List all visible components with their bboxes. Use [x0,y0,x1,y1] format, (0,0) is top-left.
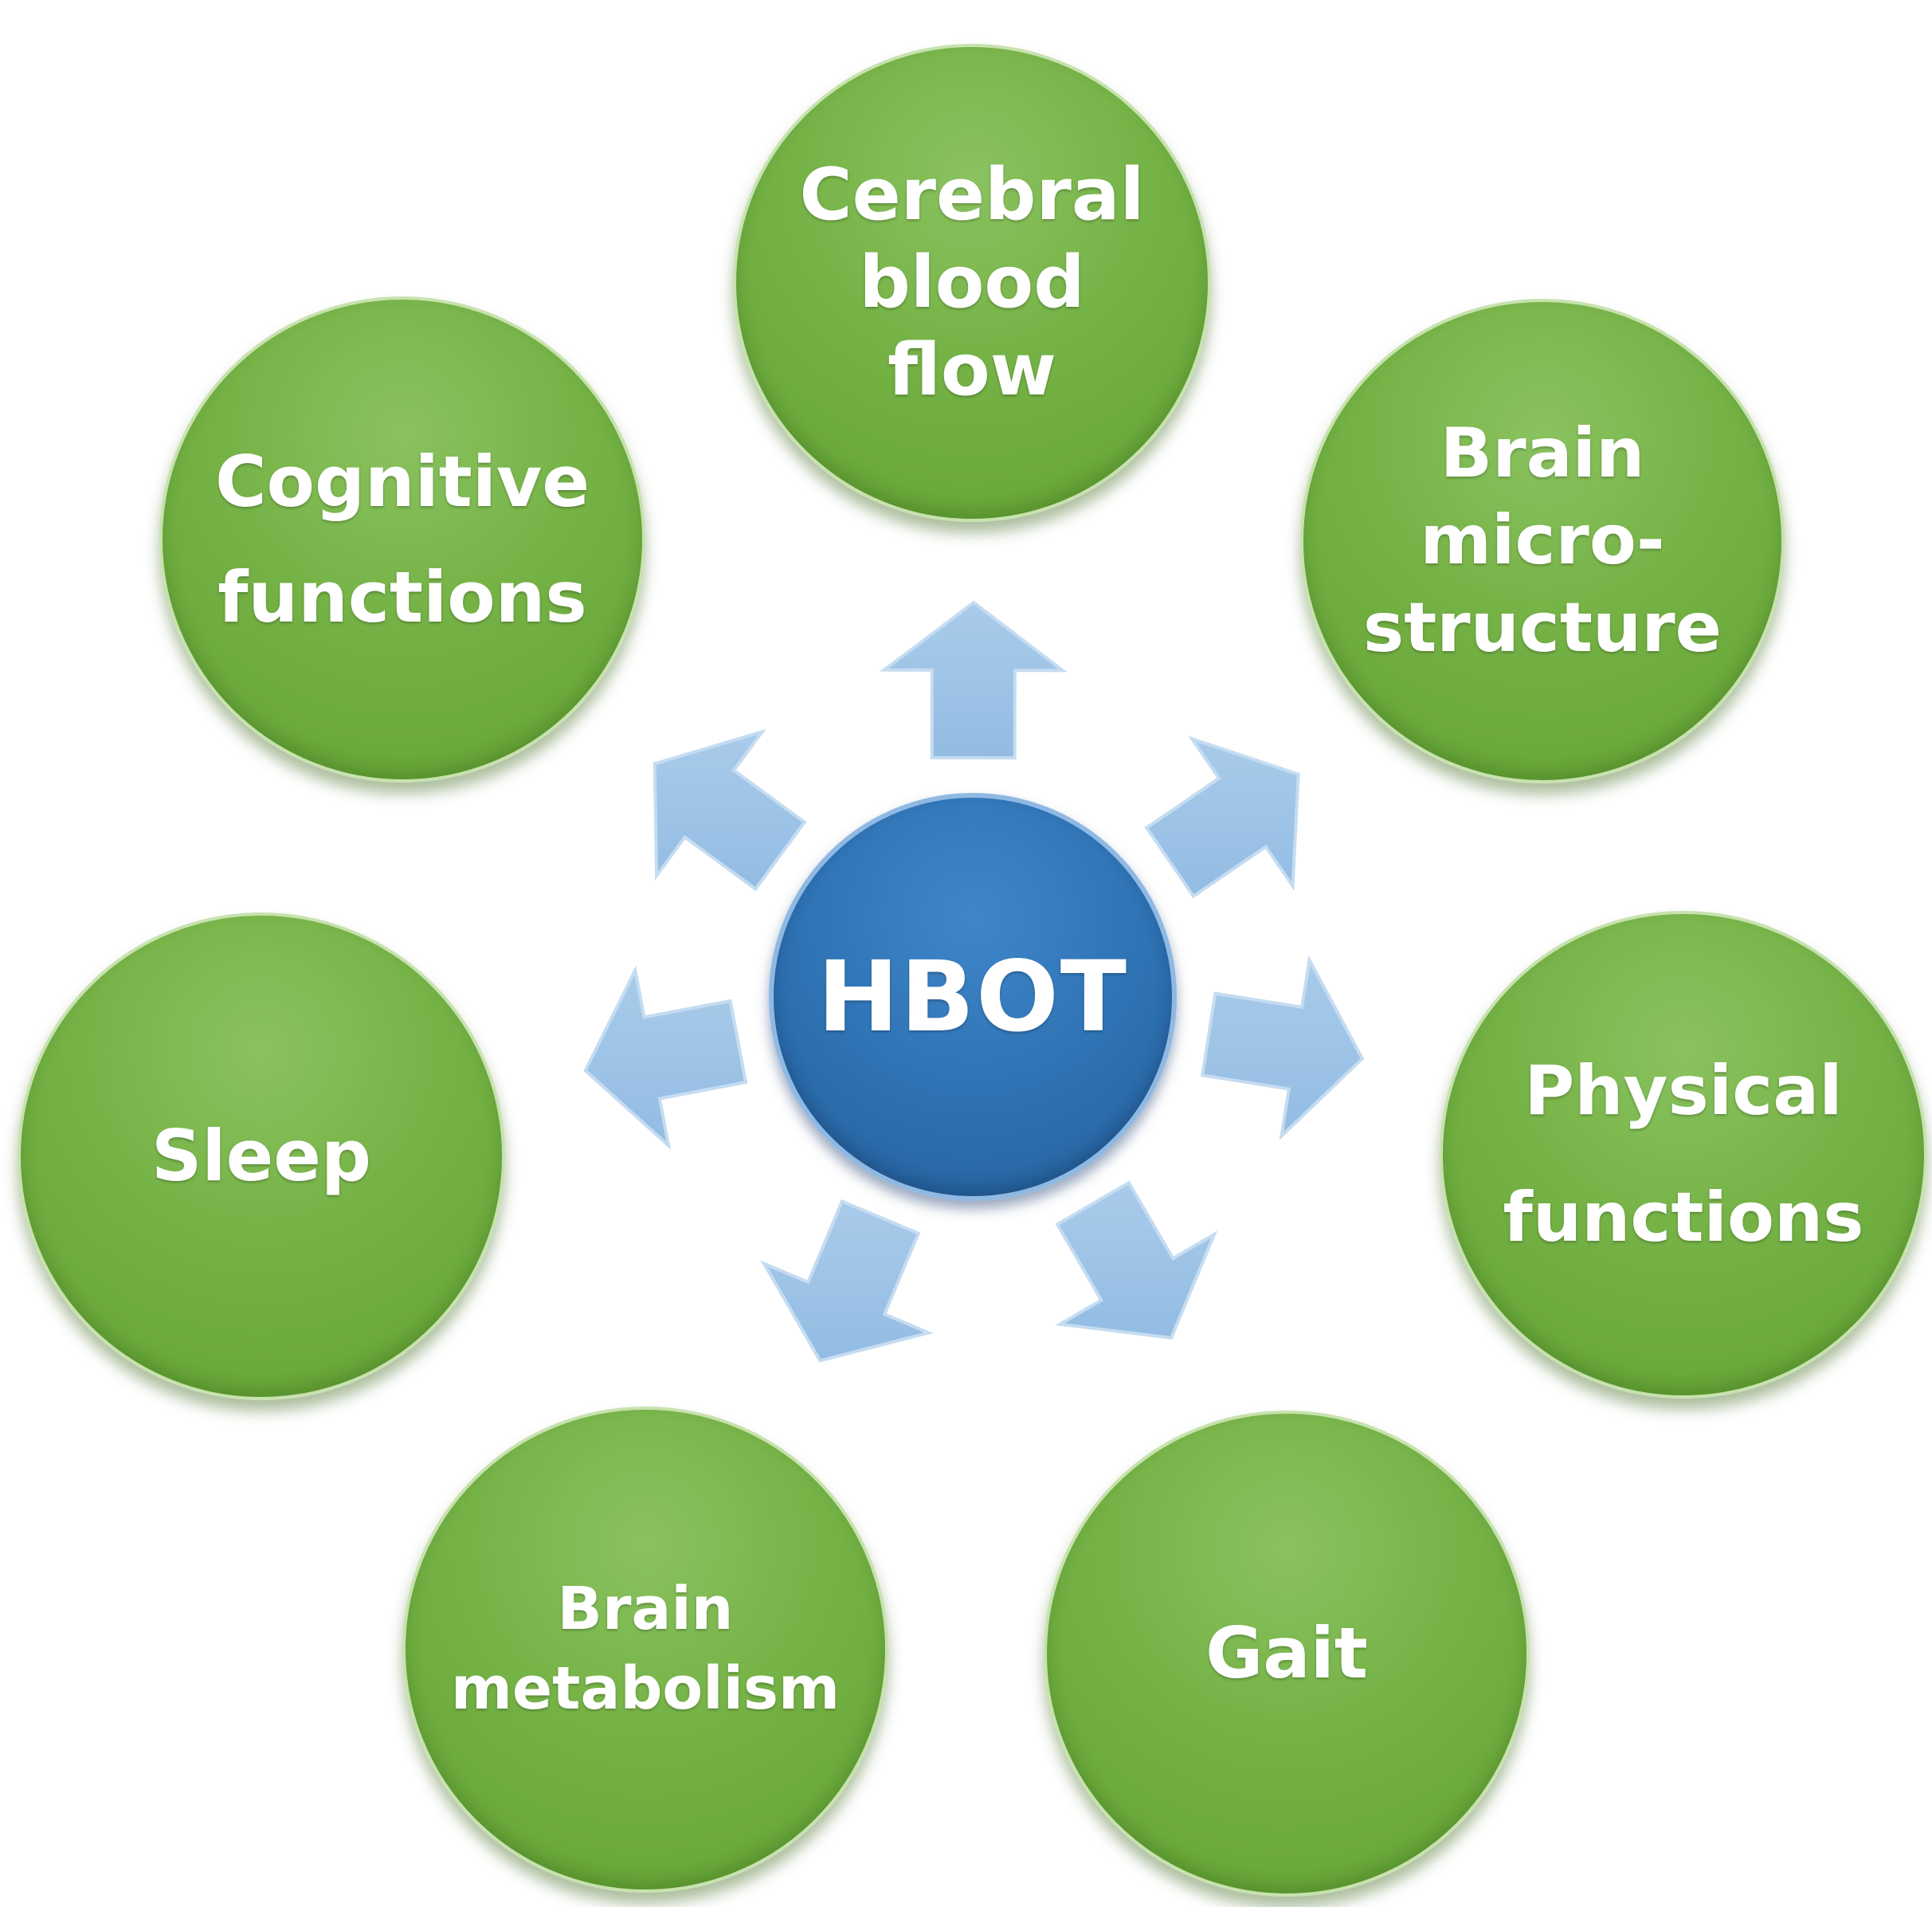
center-node-hbot: HBOT [769,793,1177,1201]
node-label: Brain micro- structure [1363,414,1722,668]
node-sleep: Sleep [18,912,505,1400]
node-label: Gait [1205,1612,1368,1694]
arrow-to-sleep [583,965,748,1150]
arrow-to-brain-metabolism [760,1199,934,1363]
node-cognitive-functions: Cognitive functions [159,296,645,783]
node-brain-metabolism: Brain metabolism [402,1407,888,1893]
node-cerebral-blood-flow: Cerebral blood flow [733,44,1211,522]
node-label: Cerebral blood flow [799,153,1145,412]
node-physical-functions: Physical functions [1440,911,1927,1399]
arrow-to-gait [1055,1180,1218,1340]
arrow-to-physical-functions [1200,955,1365,1141]
node-brain-microstructure: Brain micro- structure [1300,299,1785,783]
node-label: Cognitive functions [214,440,590,638]
arrow-to-brain-microstructure [1144,736,1300,899]
center-label: HBOT [817,940,1129,1054]
arrow-to-cerebral-blood-flow [879,600,1068,760]
node-gait: Gait [1044,1411,1530,1897]
node-label: Brain metabolism [450,1575,841,1723]
node-label: Sleep [151,1115,371,1197]
node-label: Physical functions [1503,1050,1864,1258]
arrow-to-cognitive-functions [652,728,807,892]
